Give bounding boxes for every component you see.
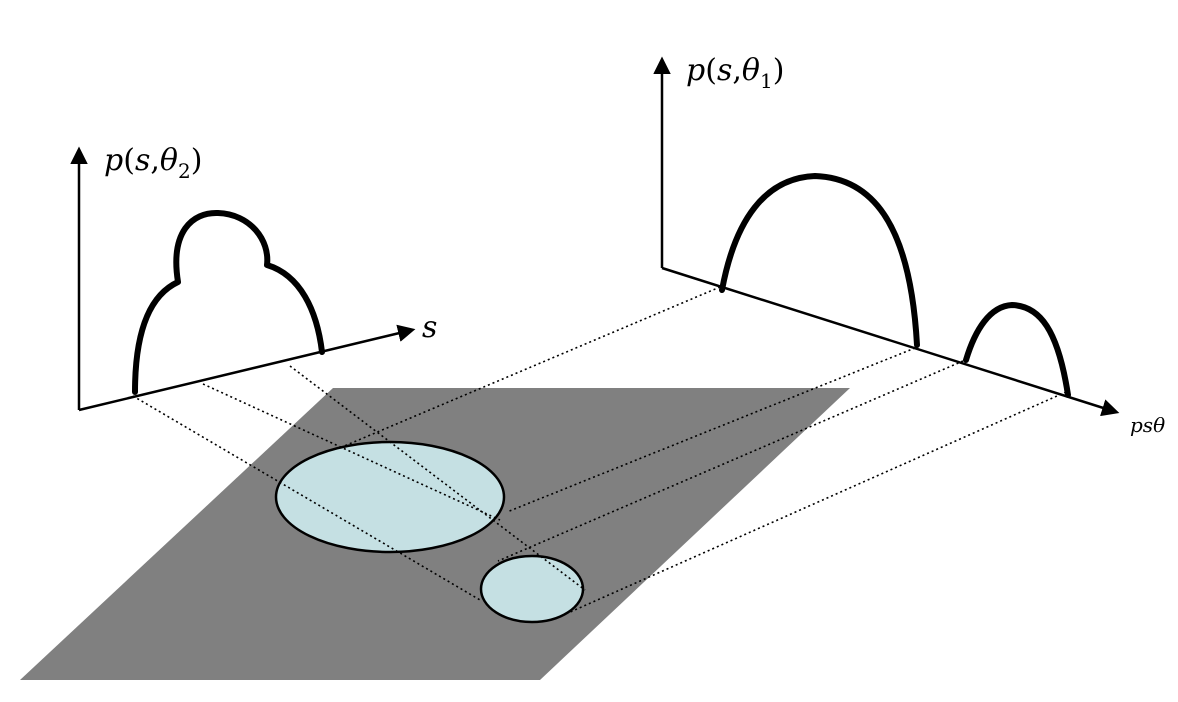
right-label-s: s [717, 53, 732, 88]
projection-line [567, 391, 1067, 614]
right-label-theta: θ [742, 53, 760, 88]
right-projection-axes [653, 56, 1120, 417]
small-object-ellipse [479, 554, 585, 624]
right-label-open: ( [705, 53, 717, 88]
right-small-peak-curve [963, 302, 1071, 398]
left-s-axis [78, 324, 416, 412]
projection-lines-left [132, 365, 586, 601]
projection-line [132, 395, 481, 601]
right-label-subscript: 1 [760, 69, 773, 93]
right-label-close: ) [773, 53, 785, 88]
projection-line [506, 347, 916, 513]
projection-lines-right [341, 286, 1067, 614]
right-s-axis [661, 266, 1120, 417]
left-label-theta: θ [160, 143, 178, 178]
left-label-comma: , [150, 143, 160, 178]
left-projection-curve [132, 209, 325, 395]
left-label-p: p [104, 143, 123, 178]
right-label-comma: , [732, 53, 742, 88]
projection-line [497, 360, 964, 562]
right-large-peak-curve [719, 173, 920, 348]
large-object-ellipse [274, 440, 506, 554]
right-s-axis-label: 𝑝𝑠𝜃 [1130, 413, 1165, 437]
left-label-s: s [135, 143, 150, 178]
projection-line [289, 365, 586, 591]
left-label-subscript: 2 [178, 159, 191, 183]
projection-line [341, 286, 721, 448]
left-s-axis-label: s [422, 310, 437, 345]
left-label-close: ) [191, 143, 203, 178]
right-axis-label: p(s,θ1) [686, 53, 784, 93]
right-label-p: p [686, 53, 705, 88]
left-projection-axes [70, 146, 416, 412]
left-axis-label: p(s,θ2) [104, 143, 202, 183]
left-label-open: ( [123, 143, 135, 178]
